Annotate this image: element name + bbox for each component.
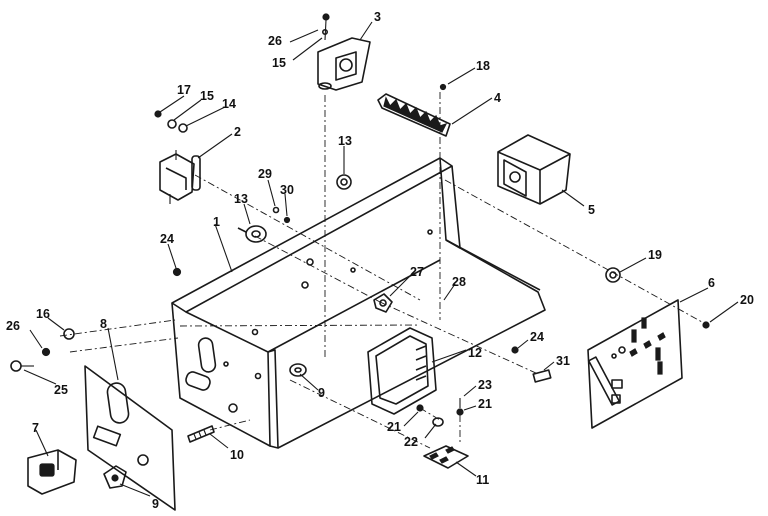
part-label: 31 [556,354,570,368]
gasket-frame [367,327,437,415]
part-label: 15 [200,89,214,103]
nut-right [511,346,519,354]
threaded-stud [187,425,215,443]
top-screw [321,13,330,41]
part-label: 5 [588,203,595,217]
part-label: 24 [530,330,544,344]
part-label: 25 [54,383,68,397]
terminal-strip [377,93,451,137]
part-label: 12 [468,346,482,360]
part-label: 9 [152,497,159,511]
bushing-center [289,363,307,377]
knob-bottom [103,465,127,489]
part-label: 26 [6,319,20,333]
part-label: 8 [100,317,107,331]
part-label: 1 [213,215,220,229]
part-label: 9 [318,386,325,400]
part-label: 21 [478,397,492,411]
part-label: 28 [452,275,466,289]
screw-21a [416,404,424,412]
small-plate [532,369,552,383]
part-label: 20 [740,293,754,307]
part-label: 27 [410,265,424,279]
nut-left [172,267,182,277]
part-label: 15 [272,56,286,70]
screw-22 [432,417,444,427]
part-label: 18 [476,59,490,73]
part-label: 29 [258,167,272,181]
small-screw [283,216,291,224]
side-plate [84,365,176,511]
part-label: 23 [478,378,492,392]
part-label: 3 [374,10,381,24]
leader-lines [23,21,739,497]
lockwasher-left [41,347,51,357]
switch-assembly [159,150,201,204]
washer-left [63,328,75,340]
screw-left [10,360,34,372]
part-label: 7 [32,421,39,435]
cable-clamp [373,293,393,313]
part-label: 22 [404,435,418,449]
part-label: 10 [230,448,244,462]
part-label: 16 [36,307,50,321]
part-label: 13 [234,192,248,206]
terminal-screw [439,83,447,91]
terminal-block [423,445,469,469]
part-label: 6 [708,276,715,290]
top-bracket [317,37,371,91]
outlet-receptacle [27,449,77,495]
part-label: 19 [648,248,662,262]
board-screw [702,321,710,329]
grommet-right [605,267,621,283]
circuit-board [587,299,683,429]
part-label: 26 [268,34,282,48]
switch-hardware [154,110,188,133]
part-label: 11 [476,473,489,487]
part-label: 4 [494,91,501,105]
part-label: 13 [338,134,352,148]
part-label: 30 [280,183,294,197]
relay-box [497,134,571,205]
chassis-frame [171,157,546,449]
bushing-left [237,225,267,243]
part-label: 21 [387,420,401,434]
part-label: 24 [160,232,174,246]
part-label: 14 [222,97,236,111]
grommet-upper [336,174,352,190]
part-number-labels: 26 15 3 18 4 5 17 15 14 2 13 29 30 13 1 … [6,10,754,511]
screw-21b [456,408,464,416]
part-label: 17 [177,83,191,97]
assembly-centerlines [59,92,703,449]
small-washer [272,206,280,214]
part-label: 2 [234,125,241,139]
